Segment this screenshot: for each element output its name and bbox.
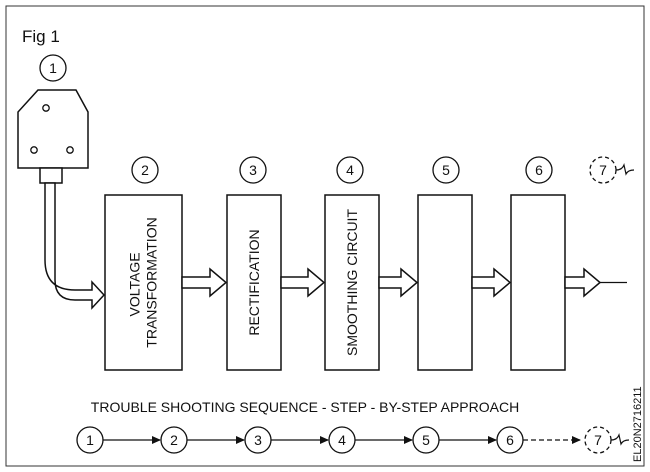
sequence-step: 3 (254, 432, 262, 448)
top-number-circle (336, 156, 364, 184)
sequence-title: TROUBLE SHOOTING SEQUENCE - STEP - BY-ST… (91, 399, 519, 415)
block-label: SMOOTHING CIRCUIT (344, 209, 360, 356)
top-number-row: 1 2 3 4 5 6 7 (39, 54, 635, 184)
sequence-step: 6 (506, 432, 514, 448)
block-stage-6 (510, 194, 566, 371)
top-number-circle (131, 156, 159, 184)
block-voltage-transformation (104, 194, 183, 371)
sequence-step: 4 (338, 432, 346, 448)
top-number-circle (525, 156, 553, 184)
block-label-line: VOLTAGE (127, 252, 143, 316)
block-label-line: RECTIFICATION (246, 229, 262, 335)
top-number: 5 (442, 162, 450, 178)
mains-plug (17, 89, 89, 184)
block-label: VOLTAGE TRANSFORMATION (127, 217, 160, 347)
top-number: 7 (599, 162, 607, 178)
stage-arrow (181, 267, 228, 298)
top-number-circle (432, 156, 460, 184)
sequence-step: 1 (86, 432, 94, 448)
figure-border (5, 5, 645, 467)
top-number-circle (239, 156, 267, 184)
sequence-step: 2 (170, 432, 178, 448)
stage-blocks: VOLTAGE TRANSFORMATION RECTIFICATION SMO… (104, 194, 566, 371)
block-label-line: TRANSFORMATION (144, 217, 160, 347)
figure-code: EL20N2716211 (632, 386, 644, 462)
stage-arrow (471, 267, 512, 298)
figure-label: Fig 1 (22, 27, 60, 46)
top-number: 1 (49, 60, 57, 76)
block-stage-5 (417, 194, 473, 371)
stage-arrow (378, 267, 419, 298)
sequence-step: 7 (594, 432, 602, 448)
sequence-row: 1 2 3 4 5 6 7 (76, 426, 630, 454)
block-label-line: SMOOTHING CIRCUIT (344, 209, 360, 356)
top-number: 2 (141, 162, 149, 178)
sequence-step: 5 (422, 432, 430, 448)
input-cable (44, 182, 106, 310)
stage-arrow (280, 267, 326, 298)
output-tick (615, 162, 635, 176)
sequence-tick (610, 432, 630, 446)
block-smoothing-circuit (324, 194, 380, 371)
top-number: 4 (346, 162, 354, 178)
top-number: 6 (535, 162, 543, 178)
top-number: 3 (249, 162, 257, 178)
block-label: RECTIFICATION (246, 229, 262, 335)
stage-arrows (181, 267, 627, 298)
top-number-circle (39, 54, 67, 82)
output-arrow (564, 267, 602, 298)
